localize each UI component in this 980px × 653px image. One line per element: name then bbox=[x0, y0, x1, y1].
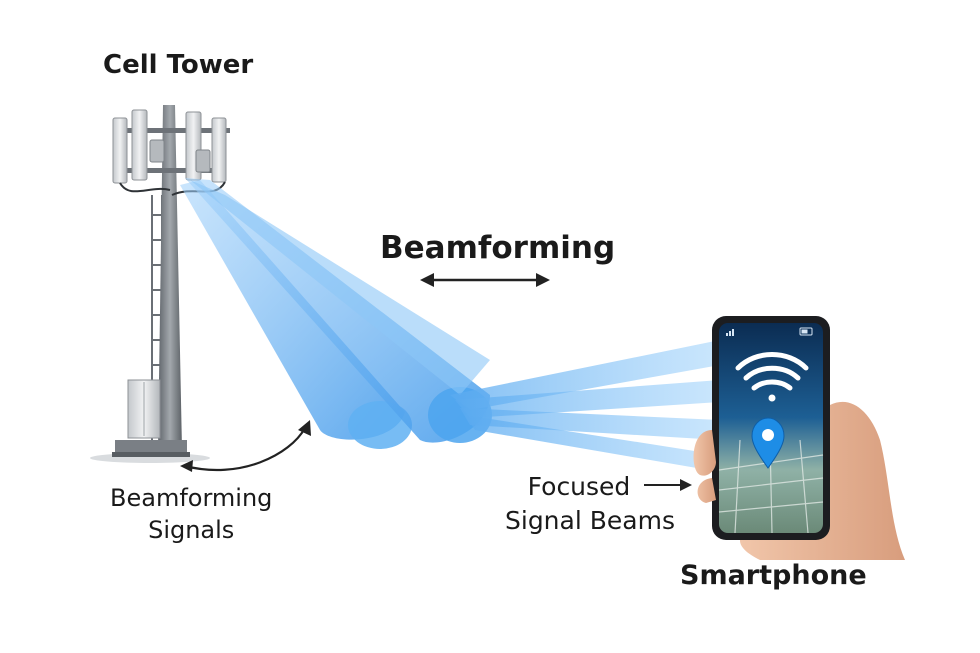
signal-bars-icon bbox=[726, 329, 734, 336]
beam-2 bbox=[185, 178, 490, 443]
beamforming-beams bbox=[180, 178, 720, 472]
focused-beam-1 bbox=[450, 340, 720, 410]
tower-pole bbox=[158, 105, 182, 450]
cell-tower-label: Cell Tower bbox=[103, 50, 254, 80]
tower-arm-mid bbox=[125, 168, 225, 173]
cell-tower bbox=[112, 105, 230, 457]
beamforming-signals-line2: Signals bbox=[148, 516, 235, 544]
antenna-panel bbox=[112, 117, 128, 184]
battery-icon bbox=[799, 327, 813, 336]
focused-signal-beams-label: Focused Signal Beams bbox=[505, 470, 675, 538]
tower-arm-top bbox=[120, 128, 230, 133]
focused-beam-3 bbox=[460, 408, 720, 440]
focused-beam-4 bbox=[465, 415, 720, 472]
hand bbox=[740, 401, 905, 560]
signals-curved-arrow bbox=[184, 427, 306, 472]
beamforming-double-arrow bbox=[420, 273, 550, 287]
focused-arrow bbox=[644, 479, 692, 491]
beamforming-signals-label: Beamforming Signals bbox=[110, 482, 272, 546]
beamforming-signals-line1: Beamforming bbox=[110, 484, 273, 512]
focused-line1: Focused bbox=[527, 472, 631, 501]
thumb bbox=[693, 430, 716, 503]
beam-1 bbox=[180, 180, 405, 440]
smartphone-label: Smartphone bbox=[680, 560, 867, 591]
smartphone bbox=[712, 316, 830, 540]
radio-unit bbox=[195, 149, 211, 173]
focused-beam-2 bbox=[455, 380, 720, 418]
antenna-panel bbox=[131, 109, 148, 181]
wifi-icon bbox=[735, 352, 809, 402]
tower-base bbox=[115, 440, 187, 454]
beam-3 bbox=[190, 180, 490, 395]
focused-line2: Signal Beams bbox=[505, 506, 675, 535]
beamforming-title: Beamforming bbox=[380, 230, 616, 266]
antenna-panel bbox=[211, 117, 227, 183]
location-pin-icon bbox=[751, 417, 785, 469]
radio-unit bbox=[149, 139, 165, 163]
